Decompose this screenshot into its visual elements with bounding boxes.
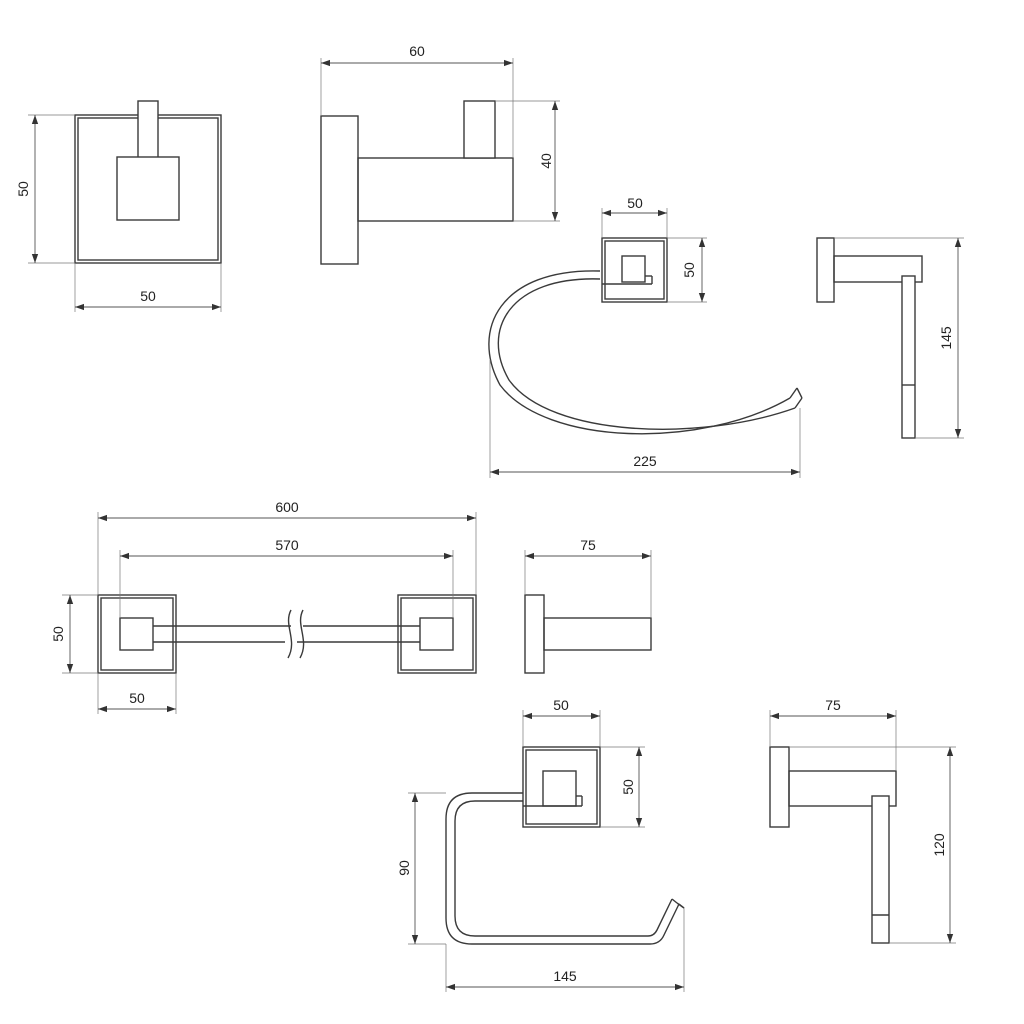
dim-ring-plate-height: 50 <box>667 237 707 303</box>
dim-ring-width: 225 <box>489 360 801 478</box>
towel-bar-side-view <box>524 594 652 674</box>
dim-holder-plate-height: 50 <box>600 746 645 828</box>
dim-ring-side-height: 145 <box>834 237 964 439</box>
dim-bar-centers: 570 <box>119 537 454 618</box>
dim-bar-side-depth: 75 <box>524 537 652 618</box>
towel-ring-front-view <box>488 237 803 435</box>
dim-label: 40 <box>538 153 554 169</box>
dim-label: 75 <box>825 697 841 713</box>
dim-ring-plate-width: 50 <box>601 195 668 238</box>
dim-label: 90 <box>396 860 412 876</box>
dim-label: 50 <box>627 195 643 211</box>
dim-label: 225 <box>633 453 657 469</box>
dim-label: 50 <box>140 288 156 304</box>
dim-bar-plate-width: 50 <box>97 673 177 714</box>
dim-holder-width: 145 <box>445 908 685 992</box>
dim-holder-side-depth: 75 <box>769 697 897 771</box>
dim-label: 50 <box>15 181 31 197</box>
dim-holder-side-height: 120 <box>789 746 956 944</box>
dim-label: 145 <box>553 968 577 984</box>
dim-label: 145 <box>938 326 954 350</box>
robe-hook-front-view <box>74 100 222 264</box>
dim-holder-plate-width: 50 <box>522 697 601 747</box>
dim-hook-front-width: 50 <box>74 263 222 312</box>
towel-bar-front-view <box>97 594 477 674</box>
dim-label: 120 <box>931 833 947 857</box>
dim-label: 570 <box>275 537 299 553</box>
dim-label: 50 <box>553 697 569 713</box>
dim-bar-plate-height: 50 <box>50 594 98 674</box>
dim-bar-overall: 600 <box>97 499 477 595</box>
dim-label: 50 <box>681 262 697 278</box>
dim-label: 50 <box>620 779 636 795</box>
dim-label: 50 <box>129 690 145 706</box>
dim-holder-height: 90 <box>396 792 446 945</box>
paper-holder-front-view <box>445 746 685 945</box>
towel-ring-side-view <box>816 237 923 439</box>
robe-hook-side-view <box>320 100 514 265</box>
dim-label: 600 <box>275 499 299 515</box>
dim-hook-side-height: 40 <box>495 100 560 222</box>
dim-label: 50 <box>50 626 66 642</box>
dim-hook-front-height: 50 <box>15 114 75 264</box>
paper-holder-side-view <box>769 746 897 944</box>
dim-label: 75 <box>580 537 596 553</box>
dim-hook-side-depth: 60 <box>320 43 514 158</box>
dim-label: 60 <box>409 43 425 59</box>
